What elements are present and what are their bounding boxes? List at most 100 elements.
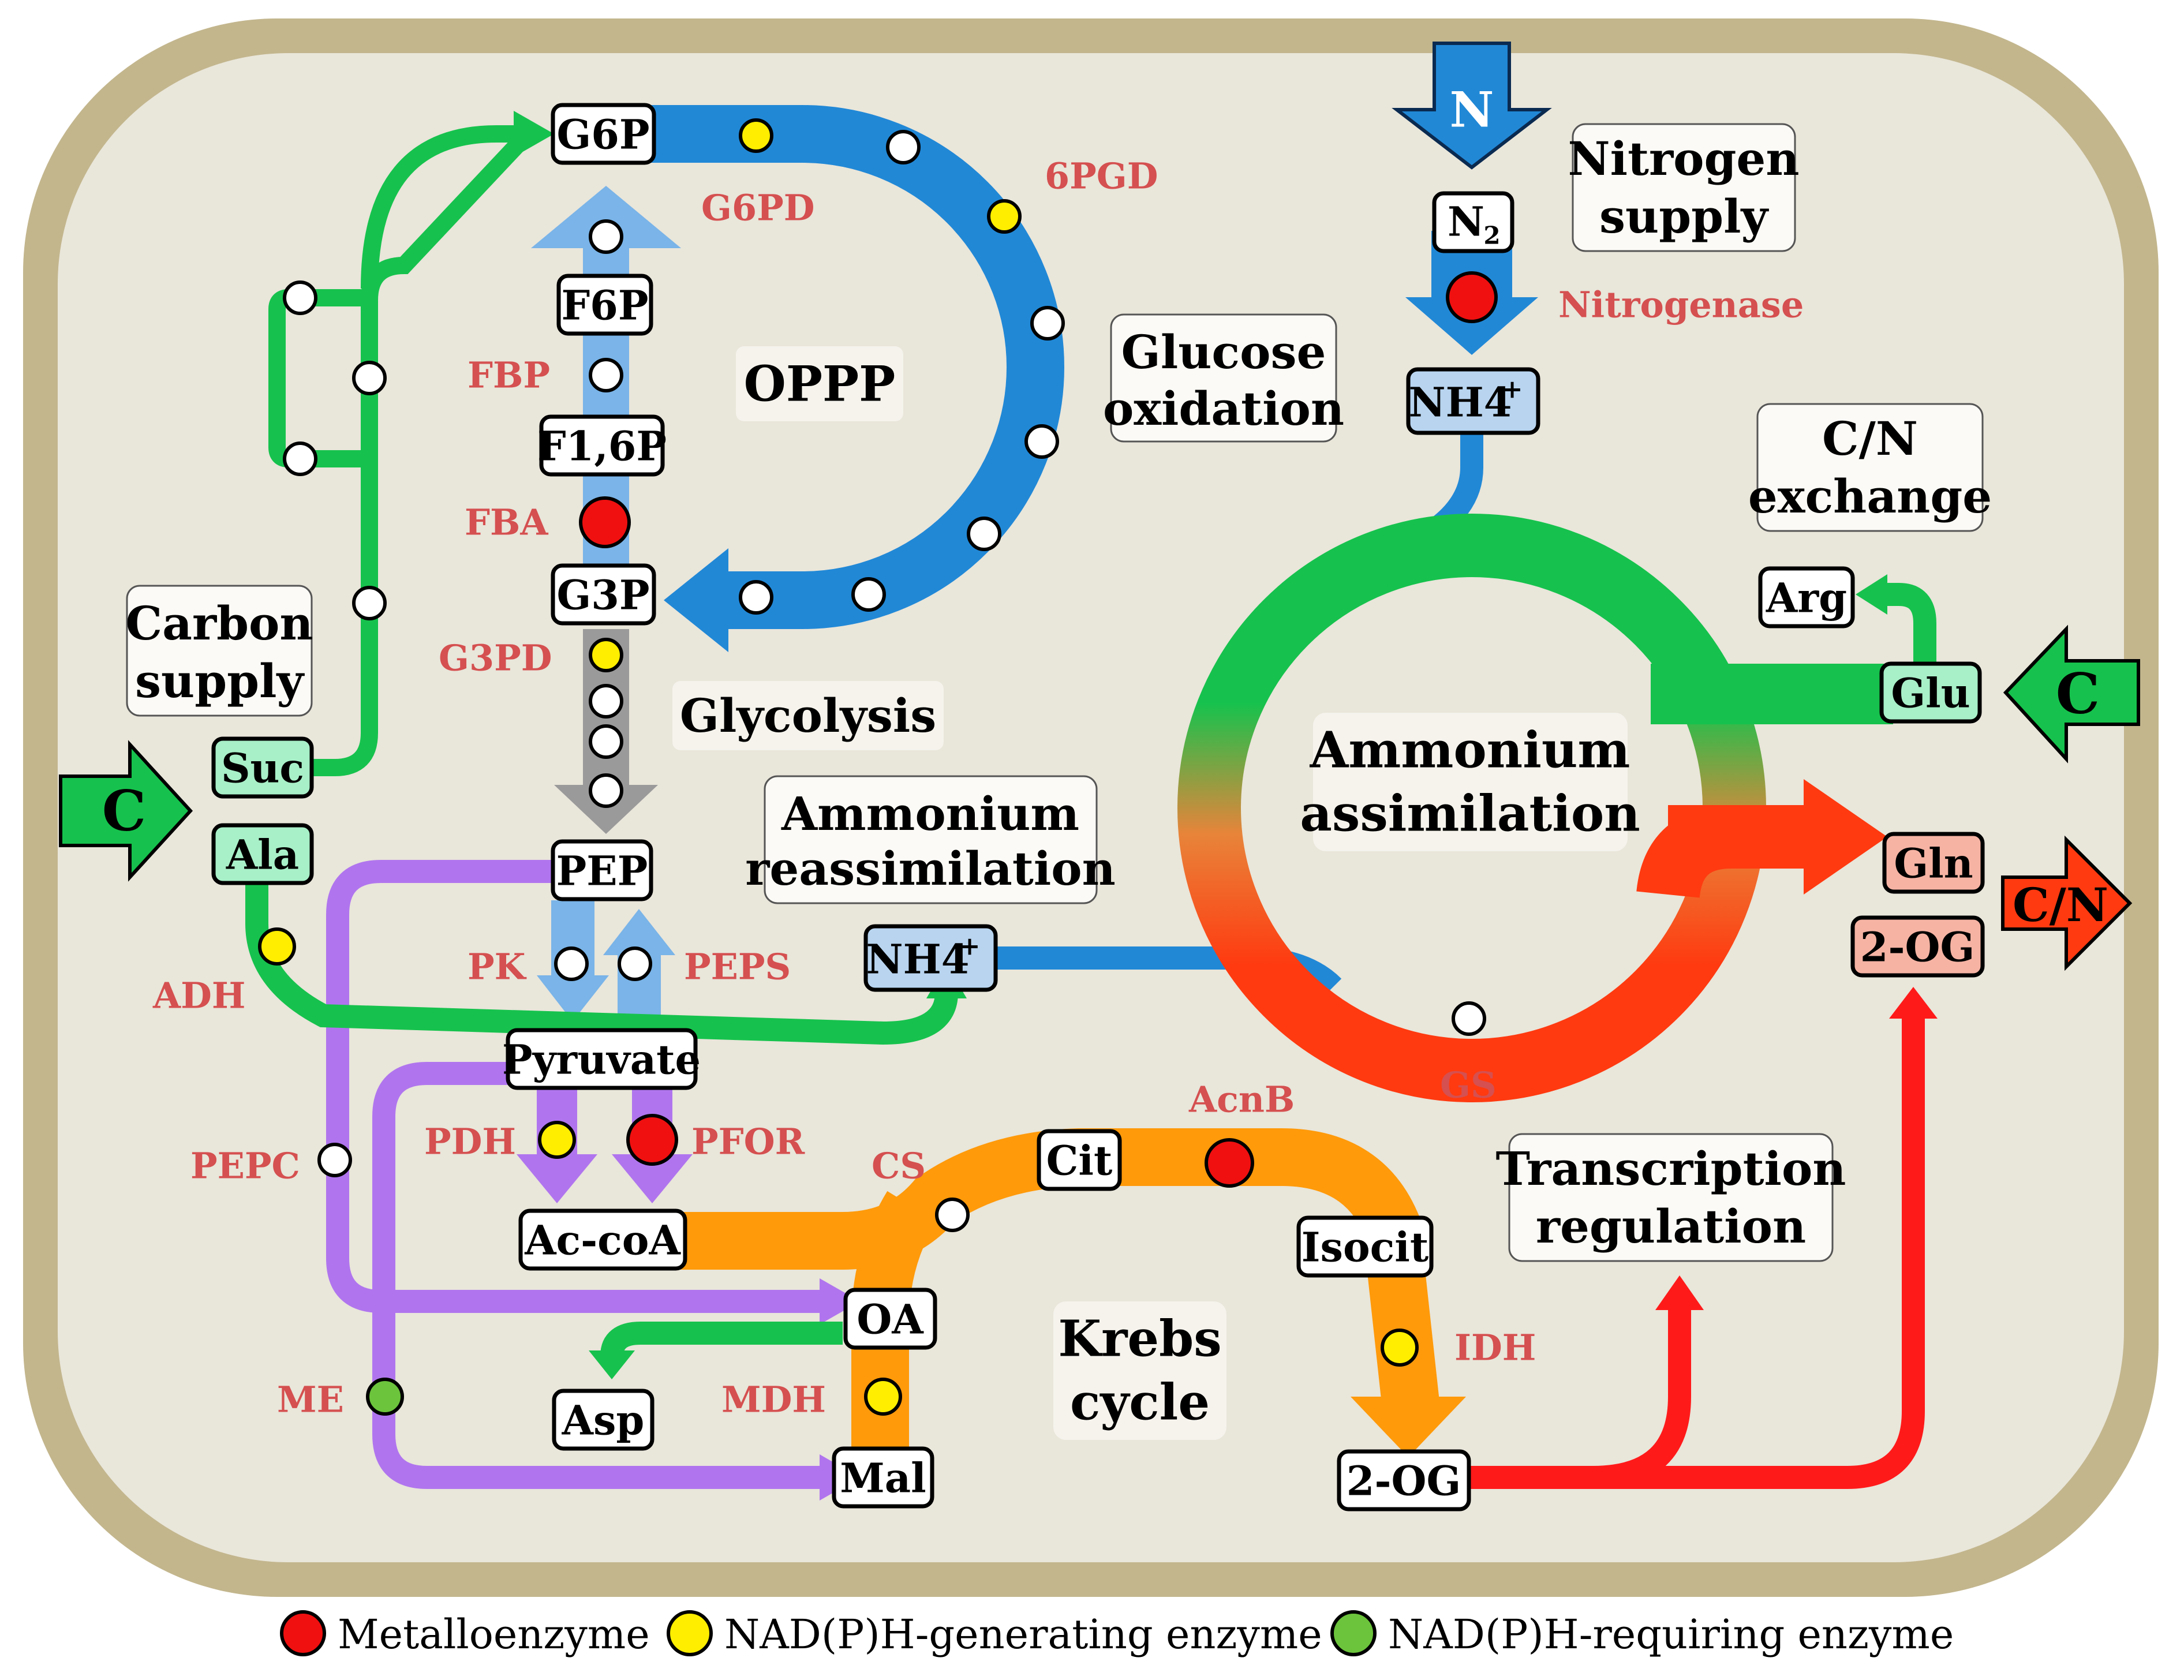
dot-pepc (317, 1143, 352, 1177)
enzyme-dots (258, 118, 1498, 1416)
metabolite-glu: Glu (1879, 661, 1982, 724)
svg-text:regulation: regulation (1536, 1199, 1806, 1254)
dot-carbon-2 (352, 361, 387, 395)
metabolite-2og-out: 2-OG (1850, 915, 1985, 978)
dot-pk (554, 946, 589, 981)
enzyme-fbp: FBP (468, 354, 550, 396)
section-glucose-oxidation: Glucose oxidation (1103, 313, 1344, 443)
dot-g3pd (589, 638, 623, 672)
svg-text:NH4: NH4 (866, 936, 970, 983)
enzyme-me: ME (277, 1379, 344, 1421)
dot-peps (618, 946, 652, 981)
svg-text:oxidation: oxidation (1103, 381, 1344, 436)
svg-text:Pyruvate: Pyruvate (502, 1036, 701, 1084)
metabolite-g6p: G6P (551, 103, 656, 165)
metabolite-ala: Ala (211, 823, 314, 885)
svg-text:F6P: F6P (561, 282, 648, 330)
svg-text:Glycolysis: Glycolysis (680, 689, 937, 743)
dot-glyc-1 (589, 684, 623, 719)
svg-text:assimilation: assimilation (1300, 785, 1640, 843)
enzyme-pepc: PEPC (190, 1145, 300, 1187)
legend-nadph-gen-dot (667, 1610, 713, 1656)
metabolite-cit: Cit (1037, 1129, 1122, 1191)
legend: Metalloenzyme NAD(P)H-generating enzyme … (280, 1610, 1954, 1658)
svg-text:C/N: C/N (2013, 878, 2108, 932)
oa-asp-arrowhead (589, 1350, 635, 1379)
ammonium-ring (1177, 514, 1893, 1102)
dot-cs (935, 1198, 970, 1232)
dot-adh (258, 927, 296, 966)
enzyme-adh: ADH (152, 975, 245, 1017)
section-carbon-supply: Carbon supply (125, 585, 313, 717)
enzyme-nitrogenase: Nitrogenase (1558, 284, 1804, 326)
pepc-arrowhead-oa (820, 1278, 860, 1324)
dot-oppp-6 (739, 580, 773, 615)
metabolite-oa: OA (843, 1288, 937, 1350)
svg-text:Carbon: Carbon (125, 596, 313, 650)
metabolite-f6p: F6P (556, 274, 653, 336)
legend-metallo-label: Metalloenzyme (338, 1611, 650, 1658)
metabolite-suc: Suc (211, 736, 314, 799)
n-input-label: N (1450, 81, 1494, 139)
n-input-arrow (1392, 42, 1552, 170)
suc-to-g6p-line (361, 125, 519, 289)
svg-text:supply: supply (135, 654, 305, 708)
section-ammonium-reassimilation: Ammonium reassimilation (745, 775, 1116, 904)
svg-text:Isocit: Isocit (1302, 1223, 1428, 1271)
dot-f6p-up (589, 219, 623, 254)
legend-nadph-req-label: NAD(P)H-requiring enzyme (1388, 1611, 1954, 1658)
svg-text:Ammonium: Ammonium (781, 787, 1079, 841)
dot-g6pd (739, 118, 773, 153)
svg-text:Gln: Gln (1894, 840, 1973, 888)
enzyme-pdh: PDH (424, 1121, 516, 1163)
enzyme-pk: PK (468, 946, 527, 988)
dot-mdh (864, 1378, 902, 1416)
metabolite-isocit: Isocit (1296, 1215, 1434, 1278)
dot-gs (1452, 1001, 1486, 1036)
dot-idh (1381, 1329, 1419, 1367)
svg-text:Arg: Arg (1766, 574, 1847, 622)
cn-output-arrow: C/N (2001, 835, 2133, 971)
svg-text:2: 2 (1483, 222, 1500, 250)
metabolite-g3p: G3P (551, 563, 656, 626)
svg-text:Ala: Ala (226, 831, 299, 879)
pepc-arrows (326, 860, 825, 1489)
svg-text:Krebs: Krebs (1058, 1310, 1221, 1368)
svg-text:supply: supply (1599, 189, 1769, 244)
metabolite-n2: N 2 (1432, 191, 1514, 253)
svg-text:Ac-coA: Ac-coA (524, 1217, 681, 1264)
enzyme-peps: PEPS (684, 946, 791, 988)
svg-text:Glu: Glu (1891, 669, 1970, 717)
svg-text:Asp: Asp (562, 1397, 645, 1445)
svg-text:2-OG: 2-OG (1860, 923, 1975, 971)
enzyme-cs: CS (872, 1145, 926, 1187)
svg-text:C/N: C/N (1822, 411, 1918, 466)
legend-metallo-dot (280, 1610, 326, 1656)
legend-nadph-req-dot (1330, 1610, 1377, 1656)
og2-export-arrowhead (1889, 987, 1938, 1019)
dot-carbon-3 (283, 441, 317, 476)
section-glycolysis: Glycolysis (672, 681, 944, 750)
dot-oppp-1 (886, 130, 921, 164)
metabolite-gln: Gln (1882, 832, 1985, 894)
dot-fba (579, 496, 631, 548)
dot-oppp-4 (967, 517, 1001, 551)
section-cn-exchange: C/N exchange (1748, 403, 1992, 532)
metabolite-asp: Asp (552, 1389, 655, 1451)
section-oppp: OPPP (736, 346, 903, 421)
enzyme-gs: GS (1440, 1064, 1497, 1106)
svg-text:2-OG: 2-OG (1347, 1457, 1461, 1505)
enzyme-6pgd: 6PGD (1045, 155, 1158, 197)
dot-glyc-3 (589, 773, 623, 808)
og2-export-lines (1469, 1016, 1925, 1489)
svg-text:+: + (1502, 375, 1523, 405)
dot-nitrogenase (1446, 271, 1498, 323)
dot-acnb (1205, 1138, 1254, 1188)
svg-text:+: + (959, 932, 981, 961)
dot-oppp-5 (851, 577, 886, 612)
svg-text:OA: OA (857, 1296, 924, 1344)
metabolite-accoa: Ac-coA (518, 1208, 687, 1271)
dot-fbp (589, 358, 623, 392)
svg-text:NH4: NH4 (1409, 379, 1512, 426)
svg-text:PEP: PEP (556, 847, 648, 895)
